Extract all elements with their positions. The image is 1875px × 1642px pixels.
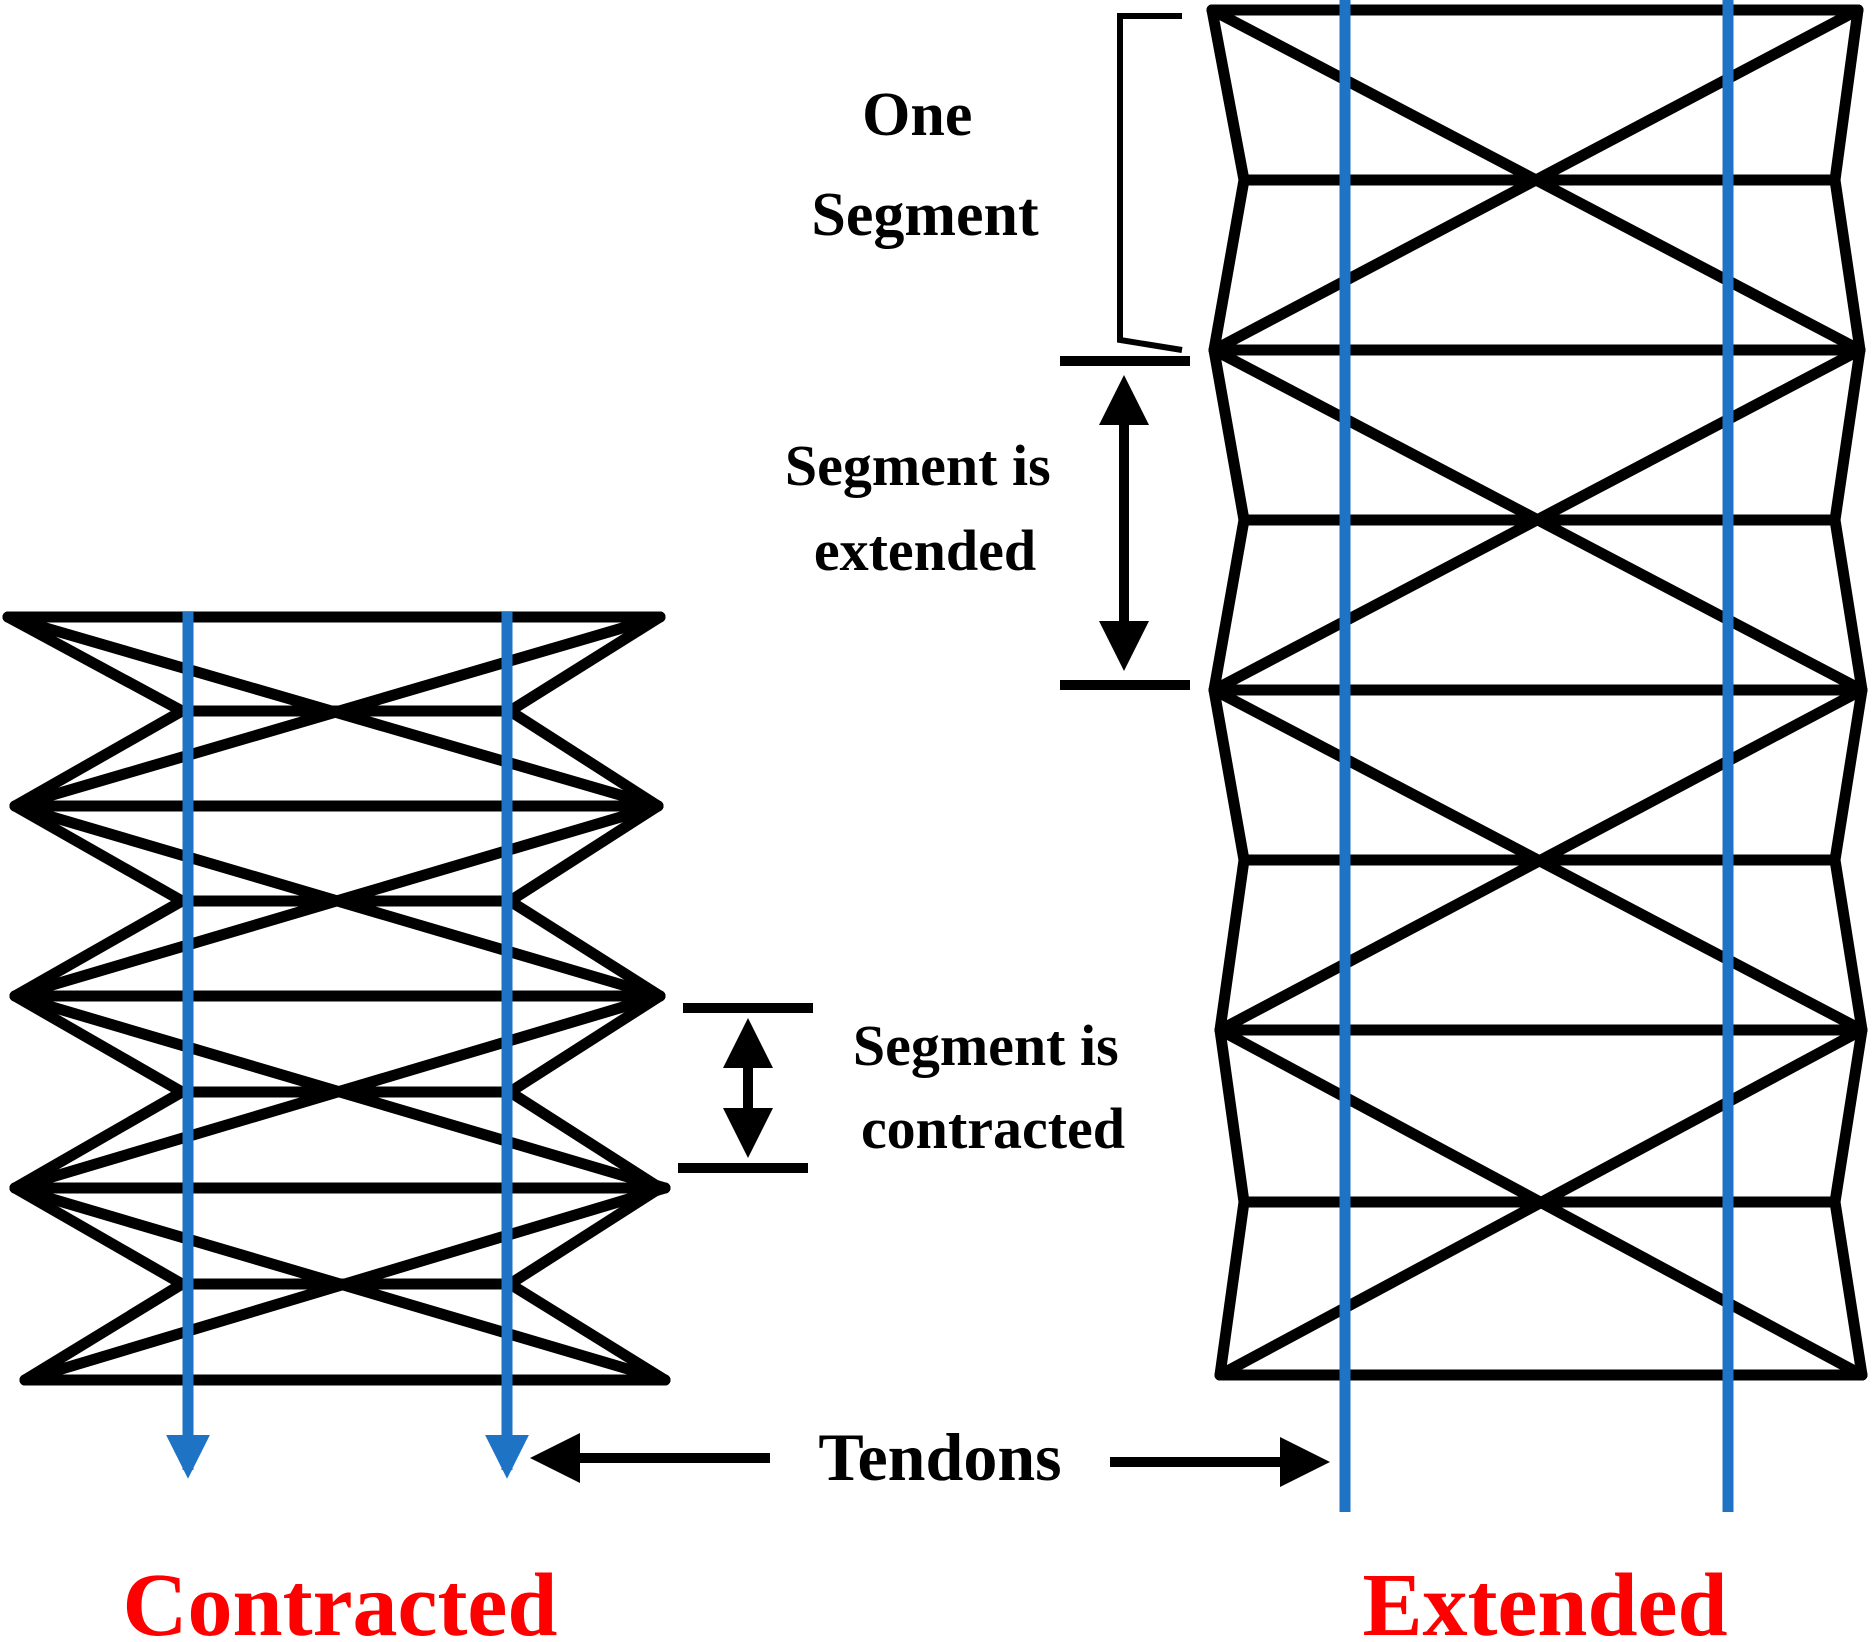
contracted-title: Contracted xyxy=(123,1556,558,1642)
segment-extended-label: Segment is extended xyxy=(785,433,1065,583)
tendons-arrows xyxy=(530,1433,1330,1487)
segment-extended-dimension xyxy=(1060,356,1190,690)
extended-structure xyxy=(1206,4,1868,1381)
extended-tendons xyxy=(1339,0,1734,1512)
contracted-tendons xyxy=(166,612,529,1479)
segment-contracted-label: Segment is contracted xyxy=(853,1013,1133,1161)
one-segment-bracket xyxy=(1117,13,1183,353)
one-segment-label: One Segment xyxy=(811,81,1039,249)
extended-title: Extended xyxy=(1362,1556,1727,1642)
tendons-label: Tendons xyxy=(818,1419,1061,1495)
segment-contracted-dimension xyxy=(678,1003,813,1173)
contracted-structure xyxy=(2,611,671,1386)
